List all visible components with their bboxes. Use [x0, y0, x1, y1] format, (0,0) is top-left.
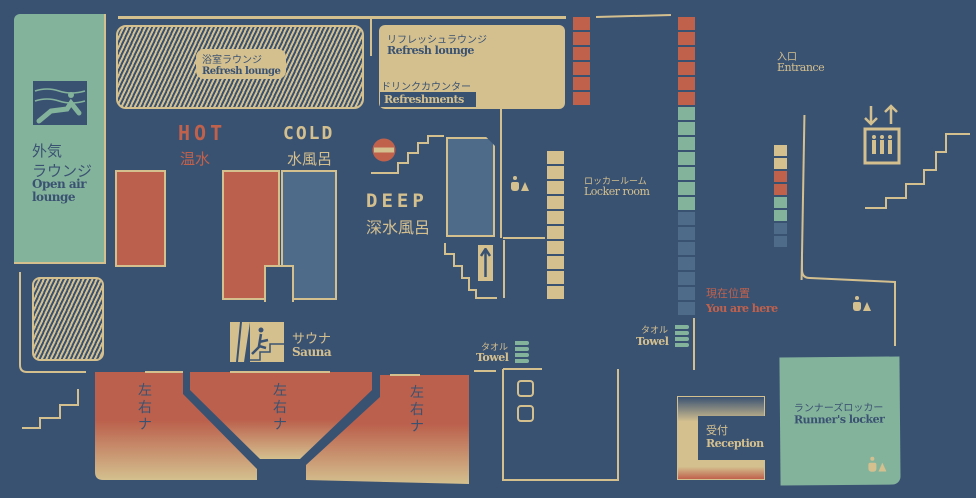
sauna-room-2-label: 左右ナ — [273, 383, 287, 433]
cold-sign: COLD — [283, 123, 335, 144]
deep-sign: DEEP — [366, 190, 428, 212]
sauna-rooms — [95, 371, 469, 484]
wall-mid-horizontal — [503, 237, 545, 239]
wall-top-right — [595, 14, 672, 18]
you-are-here-jp: 現在位置 — [706, 287, 750, 300]
sauna-icon — [230, 322, 284, 362]
open-air-lounge-jp-1: 外気 — [32, 142, 63, 160]
locker-stack-small — [774, 145, 787, 247]
locker-room-en: Locker room — [584, 185, 650, 198]
towel-1-en: Towel — [476, 351, 509, 364]
locker-stack-b — [678, 17, 695, 315]
changing-room — [502, 368, 619, 481]
open-air-lounge-en-2: lounge — [32, 190, 76, 204]
towel-1-wall — [474, 370, 496, 372]
refresh-lounge[interactable]: リフレッシュラウンジ Refresh lounge ドリンクカウンター Refr… — [379, 25, 565, 109]
cold-bath-jp: 水風呂 — [287, 150, 333, 168]
bath-refresh-lounge[interactable]: 浴室ラウンジ Refresh lounge — [116, 25, 364, 109]
locker-room-jp: ロッカールーム — [584, 177, 647, 187]
restroom-icon — [511, 176, 529, 191]
hot-sign: HOT — [178, 121, 227, 145]
bath-lounge-label: 浴室ラウンジ Refresh lounge — [196, 49, 287, 79]
outdoor-bath-icon — [33, 81, 87, 125]
drink-counter-en: Refreshments — [380, 92, 476, 107]
restroom-icon-2 — [853, 296, 871, 311]
reception-en: Reception — [706, 437, 764, 450]
hot-bath-jp: 温水 — [180, 150, 211, 168]
right-corridor-wall — [801, 252, 896, 346]
towel-1-jp: タオル — [481, 343, 509, 353]
reception-inner — [698, 416, 766, 460]
stairs-down-icon — [444, 243, 497, 299]
towel-icon-1 — [515, 341, 529, 363]
entrance-jp: 入口 — [777, 52, 797, 63]
refresh-lounge-wall — [500, 108, 502, 238]
small-lounge-wall — [19, 272, 86, 373]
bath-lounge-jp: 浴室ラウンジ — [202, 55, 262, 66]
entrance-en: Entrance — [777, 61, 825, 74]
stairs-icon — [371, 135, 444, 174]
up-arrow-icon — [478, 245, 493, 281]
towel-icon — [675, 325, 689, 347]
cold-bath-notch — [281, 265, 294, 302]
stairs-right-icon — [865, 133, 970, 209]
drink-counter-jp: ドリンクカウンター — [381, 82, 471, 93]
towel-2-jp: タオル — [641, 326, 669, 336]
hot-bath-2-notch — [264, 265, 282, 302]
elevator-icon[interactable] — [861, 104, 903, 166]
sauna-room-3-label: 左右ナ — [410, 385, 424, 435]
deep-bath-jp: 深水風呂 — [366, 218, 431, 237]
you-are-here-en: You are here — [706, 302, 778, 315]
towel-2-en: Towel — [636, 335, 669, 348]
open-air-lounge[interactable]: 外気 ラウンジ Open air lounge — [14, 14, 106, 264]
open-air-lounge-en-1: Open air — [32, 177, 87, 191]
sauna-room-1-label: 左右ナ — [138, 383, 152, 433]
no-entry-icon — [372, 138, 396, 162]
wall-top — [118, 16, 566, 19]
sauna-en: Sauna — [292, 345, 332, 359]
locker-stack-tan — [547, 151, 564, 299]
reception-jp: 受付 — [706, 424, 728, 437]
wall-top-divider — [370, 16, 372, 56]
hot-bath-1[interactable] — [115, 170, 166, 267]
bath-lounge-en: Refresh lounge — [202, 66, 281, 77]
deep-bath[interactable] — [446, 137, 495, 237]
open-air-lounge-jp-2: ラウンジ — [32, 162, 93, 180]
wall-mid-left — [503, 240, 505, 298]
runners-locker-en: Runner's locker — [793, 412, 885, 427]
reception[interactable]: 受付 Reception — [677, 396, 766, 480]
refresh-lounge-en: Refresh lounge — [387, 44, 474, 57]
refresh-lounge-jp: リフレッシュラウンジ — [387, 35, 487, 46]
towel-wall — [693, 318, 695, 370]
locker-stack-a — [573, 17, 590, 105]
small-lounge[interactable] — [32, 277, 104, 361]
restroom-icon-3 — [868, 463, 886, 472]
stairs-left-icon — [22, 389, 79, 429]
sauna-jp: サウナ — [292, 332, 332, 347]
runners-locker[interactable]: ランナーズロッカー Runner's locker — [779, 356, 901, 486]
